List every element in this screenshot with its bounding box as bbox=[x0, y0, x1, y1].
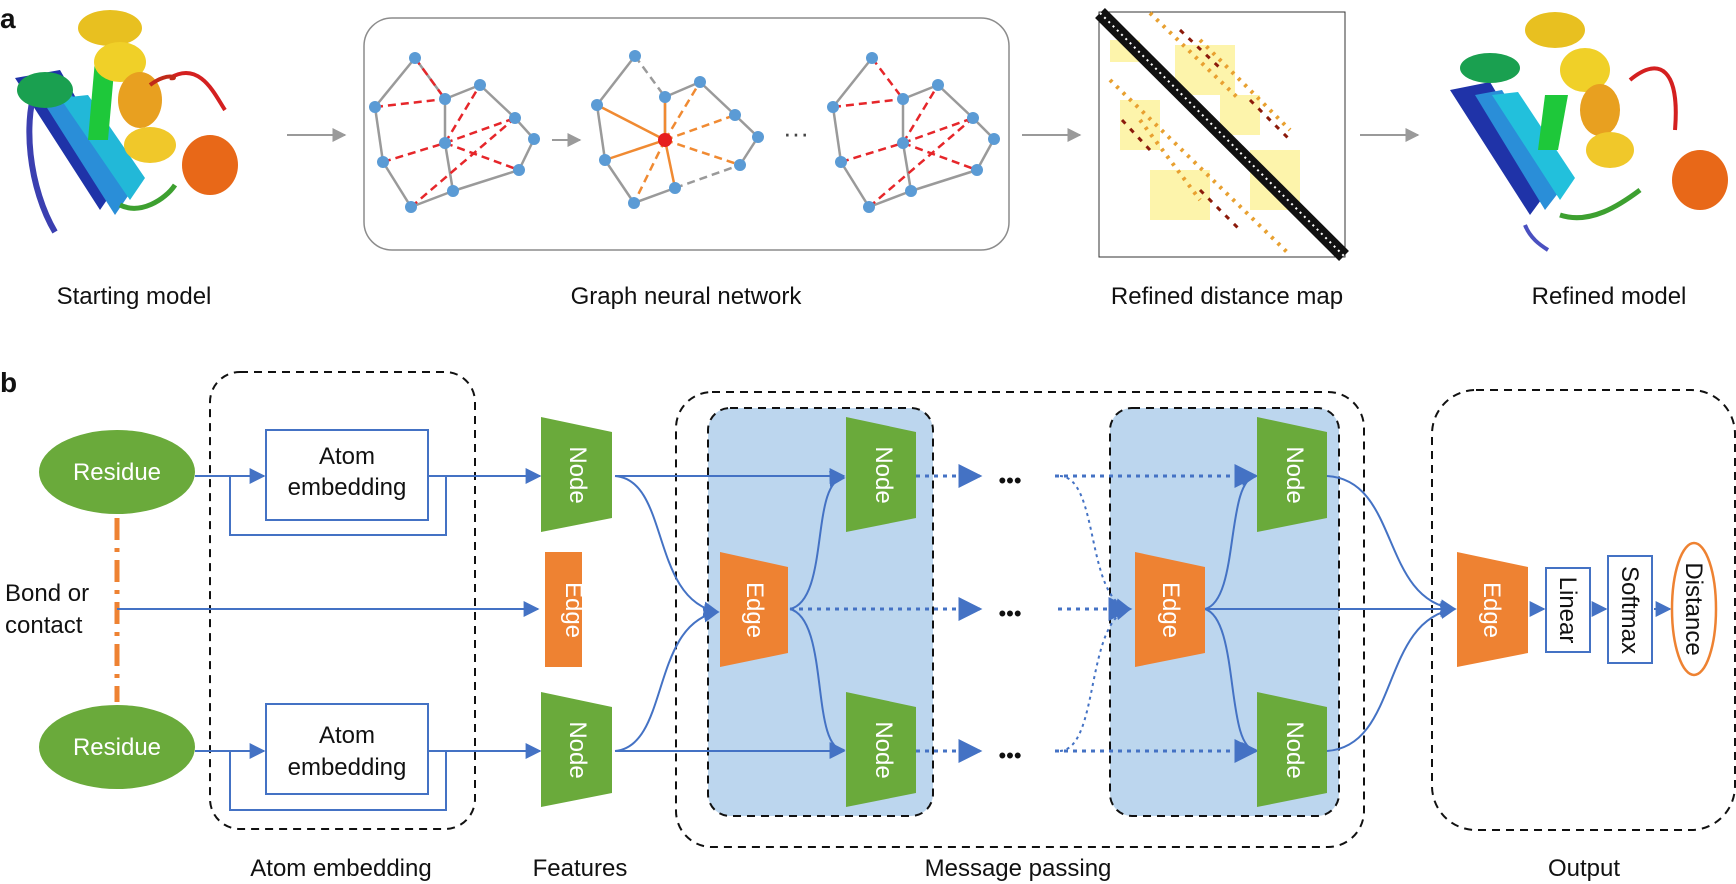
mp1-node-bottom-label: Node bbox=[870, 721, 897, 778]
mp1-edge-label: Edge bbox=[741, 582, 768, 638]
caption-graph-neural-network: Graph neural network bbox=[571, 283, 803, 310]
output-edge-label: Edge bbox=[1478, 582, 1505, 638]
mp2-node-top bbox=[1257, 417, 1327, 532]
bond-or-contact-label-line2: contact bbox=[5, 612, 83, 639]
starting-model-illustration bbox=[15, 10, 238, 234]
atom-embedding-top-line1: Atom bbox=[319, 443, 375, 470]
residue-top bbox=[39, 430, 195, 514]
section-label-atom-embedding: Atom embedding bbox=[250, 855, 431, 882]
atom-embedding-box-bottom bbox=[265, 703, 429, 795]
atom-embedding-bottom-line1: Atom bbox=[319, 722, 375, 749]
refined-model-illustration bbox=[1450, 12, 1728, 252]
distance-ellipse bbox=[1670, 541, 1718, 677]
mp1-node-bottom bbox=[846, 692, 916, 807]
graph-2 bbox=[591, 50, 764, 209]
message-passing-group bbox=[675, 391, 1365, 848]
panel-a-letter: a bbox=[0, 3, 16, 34]
feature-edge-shape bbox=[545, 552, 582, 667]
atom-embedding-box-top bbox=[265, 429, 429, 521]
mp1-node-top-label: Node bbox=[870, 446, 897, 503]
bond-or-contact-label-line1: Bond or bbox=[5, 580, 89, 607]
caption-starting-model: Starting model bbox=[57, 283, 212, 310]
flow-connectors bbox=[117, 468, 1672, 811]
ellipsis-middle: ••• bbox=[998, 601, 1021, 626]
distance-label: Distance bbox=[1680, 562, 1707, 655]
gnn-ellipsis: ··· bbox=[783, 118, 809, 148]
atom-embedding-top-line2: embedding bbox=[288, 474, 407, 501]
dotted-curves bbox=[1059, 475, 1132, 752]
graph-1 bbox=[369, 52, 540, 213]
caption-refined-model: Refined model bbox=[1532, 283, 1687, 310]
output-edge bbox=[1457, 552, 1528, 667]
mp2-edge bbox=[1135, 552, 1205, 667]
mp2-node-bottom bbox=[1257, 692, 1327, 807]
graph-3 bbox=[827, 52, 1000, 213]
gnn-box bbox=[363, 17, 1010, 251]
ellipsis-top: ••• bbox=[998, 468, 1021, 493]
feature-node-bottom-label: Node bbox=[564, 721, 591, 778]
distance-map bbox=[1095, 8, 1349, 261]
caption-refined-distance-map: Refined distance map bbox=[1111, 283, 1343, 310]
mp2-edge-label: Edge bbox=[1157, 582, 1184, 638]
ellipsis-bottom: ••• bbox=[998, 743, 1021, 768]
section-label-features: Features bbox=[533, 855, 628, 882]
dotted-connectors bbox=[790, 464, 1259, 763]
feature-node-bottom bbox=[541, 692, 612, 807]
section-label-output: Output bbox=[1548, 855, 1620, 882]
atom-embedding-bottom-line2: embedding bbox=[288, 754, 407, 781]
softmax-label: Softmax bbox=[1616, 566, 1643, 654]
mp1-node-top bbox=[846, 417, 916, 532]
softmax-box bbox=[1607, 555, 1653, 664]
mp1-edge bbox=[720, 552, 788, 667]
feature-edge-label: Edge bbox=[560, 582, 587, 638]
panel-b-letter: b bbox=[0, 367, 17, 398]
feature-node-top bbox=[541, 417, 612, 532]
residue-bottom bbox=[39, 705, 195, 789]
mp2-node-bottom-label: Node bbox=[1281, 721, 1308, 778]
residue-top-label: Residue bbox=[73, 459, 161, 486]
feature-node-top-label: Node bbox=[564, 446, 591, 503]
mp2-node-top-label: Node bbox=[1281, 446, 1308, 503]
atom-embedding-group bbox=[209, 371, 476, 830]
linear-label: Linear bbox=[1554, 577, 1581, 644]
residue-bottom-label: Residue bbox=[73, 734, 161, 761]
section-label-message-passing: Message passing bbox=[925, 855, 1112, 882]
linear-box bbox=[1545, 567, 1591, 653]
